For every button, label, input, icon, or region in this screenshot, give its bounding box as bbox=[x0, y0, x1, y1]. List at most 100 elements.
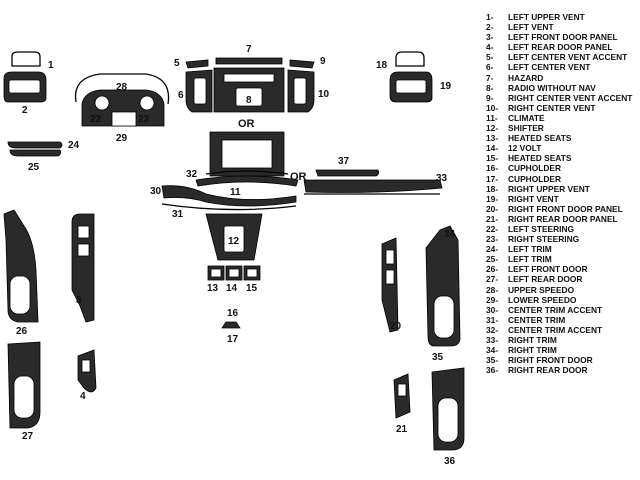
callout-9: 9 bbox=[320, 56, 326, 67]
legend-label: HEATED SEATS bbox=[508, 153, 572, 164]
legend-label: LEFT UPPER VENT bbox=[508, 12, 585, 22]
legend-label: UPPER SPEEDO bbox=[508, 284, 575, 295]
callout-24: 24 bbox=[68, 140, 80, 151]
legend-label: 12 VOLT bbox=[508, 143, 542, 154]
part-12-shifter bbox=[205, 213, 263, 261]
part-18-right-upper-vent bbox=[395, 51, 425, 67]
legend-number: 19- bbox=[486, 193, 499, 204]
callout-4: 4 bbox=[80, 391, 86, 402]
callout-6: 6 bbox=[178, 90, 184, 101]
legend-number: 4- bbox=[486, 42, 494, 53]
legend-label: RIGHT FRONT DOOR bbox=[508, 355, 593, 366]
legend-number: 8- bbox=[486, 82, 494, 93]
legend-label: LEFT REAR DOOR bbox=[508, 274, 583, 285]
part-24-25-left-trim bbox=[7, 141, 63, 157]
callout-16: 16 bbox=[227, 308, 239, 319]
legend-row: 35- RIGHT FRONT DOOR bbox=[486, 355, 640, 365]
legend-number: 21- bbox=[486, 213, 499, 224]
legend-label: RIGHT TRIM bbox=[508, 345, 557, 356]
legend-number: 25- bbox=[486, 254, 499, 265]
part-nav-radio-alt bbox=[209, 131, 285, 177]
legend-label: LEFT TRIM bbox=[508, 244, 552, 255]
part-33-37-right-trim bbox=[303, 169, 443, 195]
legend-label: RADIO WITHOUT NAV bbox=[508, 82, 596, 93]
callout-22: 22 bbox=[90, 114, 102, 125]
callout-2: 2 bbox=[22, 105, 28, 116]
callout-27: 27 bbox=[22, 431, 34, 442]
callout-11: 11 bbox=[230, 187, 241, 198]
legend-row: 25- LEFT TRIM bbox=[486, 254, 640, 264]
callout-19: 19 bbox=[440, 81, 452, 92]
callout-34: 34 bbox=[444, 229, 456, 240]
legend-label: LEFT TRIM bbox=[508, 254, 552, 265]
legend-number: 13- bbox=[486, 133, 499, 144]
callout-28: 28 bbox=[116, 82, 128, 93]
part-2-left-vent bbox=[3, 71, 47, 103]
callout-15: 15 bbox=[246, 283, 258, 294]
legend-row: 2-LEFT VENT bbox=[486, 22, 640, 32]
legend-number: 11- bbox=[486, 112, 498, 123]
legend-row: 24- LEFT TRIM bbox=[486, 244, 640, 254]
callout-26: 26 bbox=[16, 326, 28, 337]
part-26-left-front-door bbox=[3, 209, 39, 323]
callout-7: 7 bbox=[246, 44, 252, 55]
or-label-trim: OR bbox=[290, 171, 307, 183]
legend-label: LEFT CENTER VENT bbox=[508, 62, 591, 73]
legend-row: 8- RADIO WITHOUT NAV bbox=[486, 83, 640, 93]
legend-row: 27- LEFT REAR DOOR bbox=[486, 274, 640, 284]
legend-number: 35- bbox=[486, 355, 499, 366]
callout-29: 29 bbox=[116, 133, 128, 144]
or-label-radio: OR bbox=[238, 118, 255, 130]
legend-number: 15- bbox=[486, 153, 499, 164]
legend-label: RIGHT VENT bbox=[508, 193, 559, 204]
callout-3: 3 bbox=[76, 295, 82, 306]
legend-row: 9-RIGHT CENTER VENT ACCENT bbox=[486, 93, 640, 103]
legend-number: 31- bbox=[486, 314, 499, 325]
legend-row: 6-LEFT CENTER VENT bbox=[486, 62, 640, 72]
part-8-radio bbox=[213, 67, 285, 113]
callout-1: 1 bbox=[48, 60, 54, 71]
legend-number: 18- bbox=[486, 183, 499, 194]
legend-label: CLIMATE bbox=[508, 112, 545, 123]
legend-row: 30-CENTER TRIM ACCENT bbox=[486, 305, 640, 315]
part-3-left-front-door-panel bbox=[71, 213, 95, 323]
legend-label: LOWER SPEEDO bbox=[508, 294, 577, 305]
legend-number: 20- bbox=[486, 203, 499, 214]
legend-number: 1- bbox=[486, 12, 494, 22]
part-21-right-rear-door-panel bbox=[393, 373, 411, 419]
legend-number: 27- bbox=[486, 274, 499, 285]
callout-23: 23 bbox=[138, 114, 150, 125]
legend-number: 30- bbox=[486, 304, 499, 315]
part-19-right-vent bbox=[389, 71, 433, 103]
callout-12: 12 bbox=[228, 236, 240, 247]
callout-5: 5 bbox=[174, 58, 180, 69]
legend-row: 13-HEATED SEATS bbox=[486, 133, 640, 143]
callout-32: 32 bbox=[186, 169, 198, 180]
legend-number: 34- bbox=[486, 345, 499, 356]
part-11-32-climate bbox=[195, 170, 299, 187]
legend-number: 22- bbox=[486, 223, 499, 234]
legend-label: CENTER TRIM ACCENT bbox=[508, 324, 603, 335]
callout-20: 20 bbox=[390, 321, 402, 332]
legend-row: 31-CENTER TRIM bbox=[486, 315, 640, 325]
legend-number: 23- bbox=[486, 234, 499, 245]
legend-row: 11- CLIMATE bbox=[486, 113, 640, 123]
legend-label: LEFT FRONT DOOR bbox=[508, 264, 588, 275]
legend-number: 32- bbox=[486, 324, 499, 335]
part-30-31-center-trim bbox=[161, 185, 297, 211]
legend-row: 22-LEFT STEERING bbox=[486, 224, 640, 234]
callout-31: 31 bbox=[172, 209, 184, 220]
callout-36: 36 bbox=[444, 456, 456, 467]
callout-17: 17 bbox=[227, 334, 239, 345]
part-13-14-15-switches bbox=[207, 265, 261, 281]
part-36-right-rear-door bbox=[431, 367, 465, 451]
legend-number: 14- bbox=[486, 143, 499, 154]
callout-35: 35 bbox=[432, 352, 444, 363]
legend-row: 4-LEFT REAR DOOR PANEL bbox=[486, 42, 640, 52]
legend-row: 16-CUPHOLDER bbox=[486, 163, 640, 173]
legend-row: 5-LEFT CENTER VENT ACCENT bbox=[486, 52, 640, 62]
legend-number: 24- bbox=[486, 244, 499, 255]
legend-row: 3-LEFT FRONT DOOR PANEL bbox=[486, 32, 640, 42]
part-27-left-rear-door bbox=[7, 341, 41, 429]
